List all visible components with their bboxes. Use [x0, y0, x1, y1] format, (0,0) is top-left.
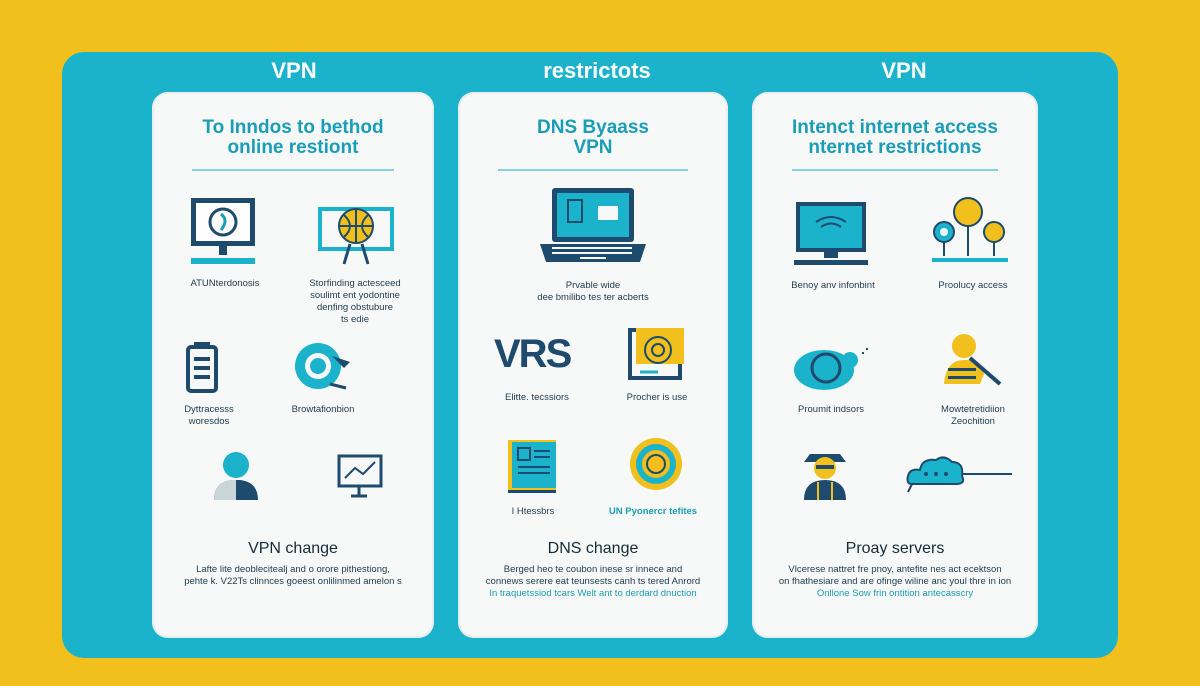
monitor-fingerprint-icon — [191, 198, 255, 264]
column-header-2: restrictots — [543, 58, 651, 83]
card-title: DNS Byaass VPN — [458, 118, 728, 158]
card-proxy: Intenct internet access nternet restrict… — [752, 92, 1038, 638]
chart-monitor-icon — [337, 454, 383, 498]
vrs-logo: VRS — [494, 332, 572, 376]
laptop-icon — [540, 188, 646, 262]
caption: Proolucy access — [938, 280, 1008, 291]
caption: Procher is use — [626, 392, 688, 403]
caption: Storfinding actesceed soulimt ent yodont… — [309, 278, 401, 325]
footer-line: Berged heo te coubon inese sr innece and — [503, 564, 683, 575]
footer-title: VPN change — [248, 540, 338, 557]
footer-line: Vlcerese nattret fre pnoy, antefite nes … — [788, 564, 1002, 575]
rings-badge-icon — [630, 438, 682, 490]
caption: Prvable wide dee bmilibo tes ter acberts — [537, 280, 649, 303]
card-dns: DNS Byaass VPN Prvable wide dee bmilibo … — [458, 92, 728, 638]
cloud-ring-icon — [794, 348, 868, 390]
caption: I Htessbrs — [511, 506, 555, 517]
caption: Benoy anv infonbint — [791, 280, 875, 291]
document-icon — [508, 440, 556, 493]
card-vpn: To Inndos to bethod online restiont ATUN… — [152, 92, 434, 638]
caption: Browtafionbion — [291, 404, 355, 415]
footer-line: Onllone Sow frin ontition antecasscry — [816, 588, 974, 599]
person-icon — [214, 452, 258, 500]
footer-line: Lafte lite deoblecitealj and o orore pit… — [196, 564, 390, 575]
framed-target-icon — [628, 328, 684, 380]
person-writing-icon — [944, 334, 1002, 386]
footer-line: connews serere eat teunsests canh ts ter… — [485, 576, 701, 587]
card-title-line: VPN — [573, 137, 613, 158]
card-title-line: Intenct internet access — [792, 117, 998, 138]
magnifier-icon — [295, 343, 350, 390]
caption: Dyttracesss woresdos — [184, 404, 234, 427]
footer-line: pehte k. V22Ts clinnces goeest onlilinme… — [184, 576, 402, 587]
card-title: To Inndos to bethod online restiont — [152, 118, 434, 158]
column-header-1: VPN — [271, 58, 317, 83]
footer-title: Proay servers — [845, 540, 945, 557]
card-title-line: nternet restrictions — [808, 137, 982, 158]
agent-icon — [804, 454, 846, 500]
cloud-connection-icon — [906, 456, 1012, 493]
caption: Elitte. tecssiors — [505, 392, 569, 403]
footer-text: Berged heo te coubon inese sr innece and… — [472, 564, 714, 600]
card-title-line: DNS Byaass — [537, 117, 649, 138]
footer-title: DNS change — [547, 540, 639, 557]
footer-text: Vlcerese nattret fre pnoy, antefite nes … — [766, 564, 1024, 600]
footer-line: on fhathesiare and are ofinge wiline anc… — [778, 576, 1012, 587]
caption: ATUNterdonosis — [190, 278, 260, 289]
divider — [498, 169, 688, 171]
caption: Proumit indsors — [798, 404, 864, 415]
battery-icon — [186, 342, 218, 393]
divider — [792, 169, 998, 171]
column-header-3: VPN — [881, 58, 927, 83]
wifi-monitor-icon — [794, 202, 868, 265]
card-title: Intenct internet access nternet restrict… — [752, 118, 1038, 158]
footer-line: In traquetssiod tcars Welt ant to derdar… — [489, 588, 697, 599]
footer-text: Lafte lite deoblecitealj and o orore pit… — [166, 564, 420, 588]
card-title-line: online restiont — [227, 137, 359, 158]
caption: UN Pyonercr tefites — [608, 506, 698, 517]
card-title-line: To Inndos to bethod — [202, 117, 384, 138]
globe-monitor-icon — [318, 207, 394, 265]
divider — [192, 169, 394, 171]
location-pins-icon — [932, 197, 1008, 262]
caption: Mowtetretidiion Zeochition — [941, 404, 1005, 427]
